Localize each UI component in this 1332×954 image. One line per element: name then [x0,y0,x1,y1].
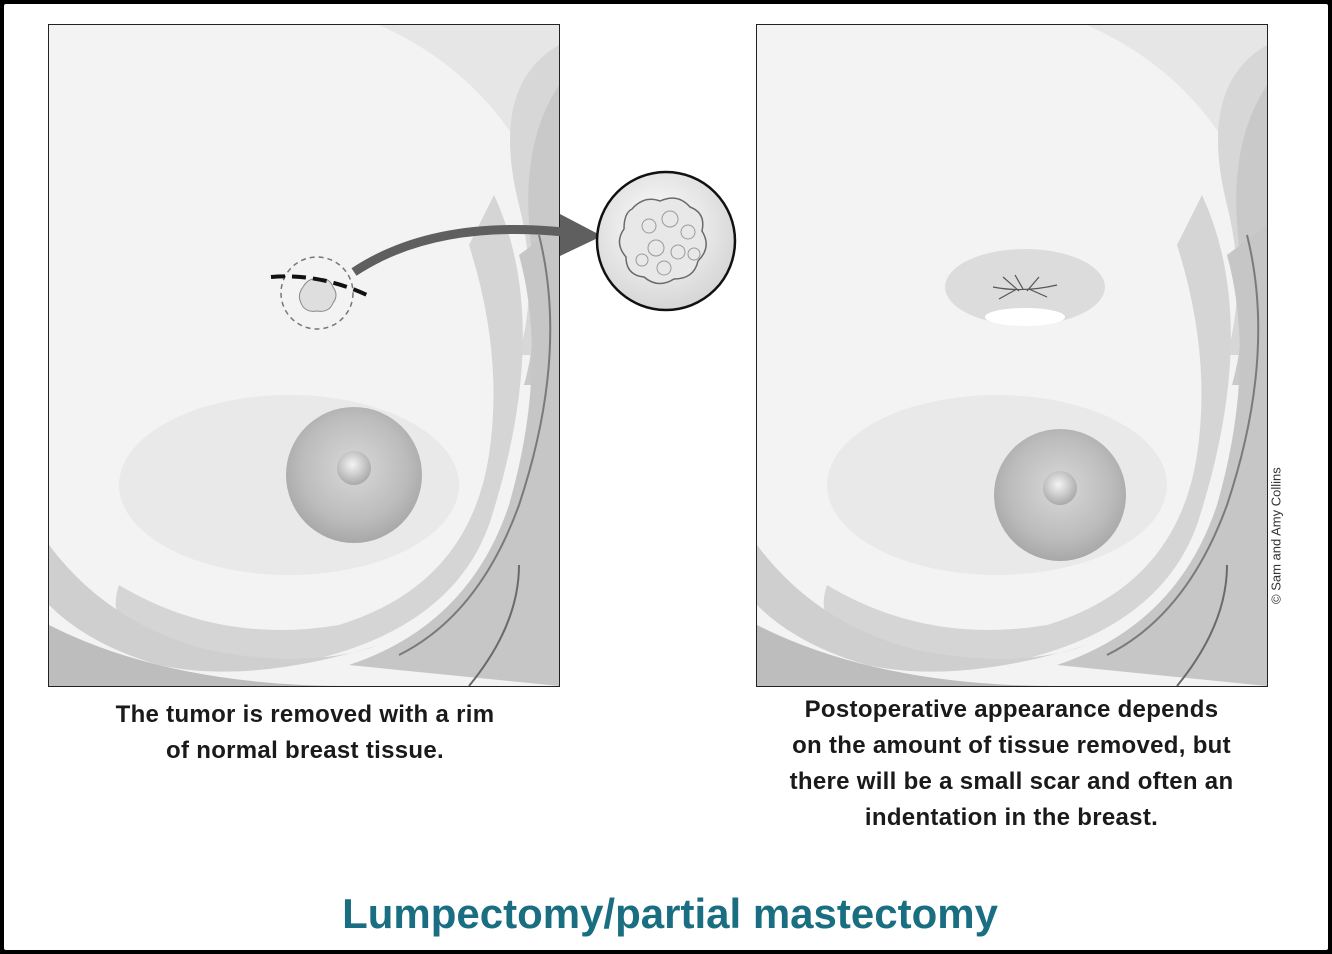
right-caption-line-3: there will be a small scar and often an [789,768,1234,795]
transfer-arrow-head [560,214,602,256]
right-illustration-panel [756,24,1268,687]
figure-title: Lumpectomy/partial mastectomy [342,890,998,937]
right-caption-line-1: Postoperative appearance depends [804,696,1219,723]
nipple [1043,471,1077,505]
removed-tumor-specimen [618,197,707,285]
tumor-texture [635,210,701,276]
copyright-credit-text: © Sam and Amy Collins [1268,467,1284,604]
left-caption-line-1: The tumor is removed with a rim [115,701,495,728]
right-caption: Postoperative appearance depends on the … [734,692,1289,836]
left-caption: The tumor is removed with a rim of norma… [48,697,562,769]
left-caption-line-2: of normal breast tissue. [166,737,444,764]
indentation-shadow [945,249,1105,325]
left-illustration-panel [48,24,560,687]
surgical-scar [992,274,1058,300]
incision-line [270,274,368,297]
right-caption-line-2: on the amount of tissue removed, but [792,732,1231,759]
indentation-highlight [985,308,1065,326]
excision-margin-circle [280,256,354,330]
right-caption-line-4: indentation in the breast. [864,804,1159,831]
nipple [337,451,371,485]
removed-tumor-inset [595,170,737,312]
copyright-credit: © Sam and Amy Collins [1269,467,1298,694]
breast-after-illustration [757,25,1267,686]
tumor [298,278,337,312]
breast-before-illustration [49,25,559,686]
